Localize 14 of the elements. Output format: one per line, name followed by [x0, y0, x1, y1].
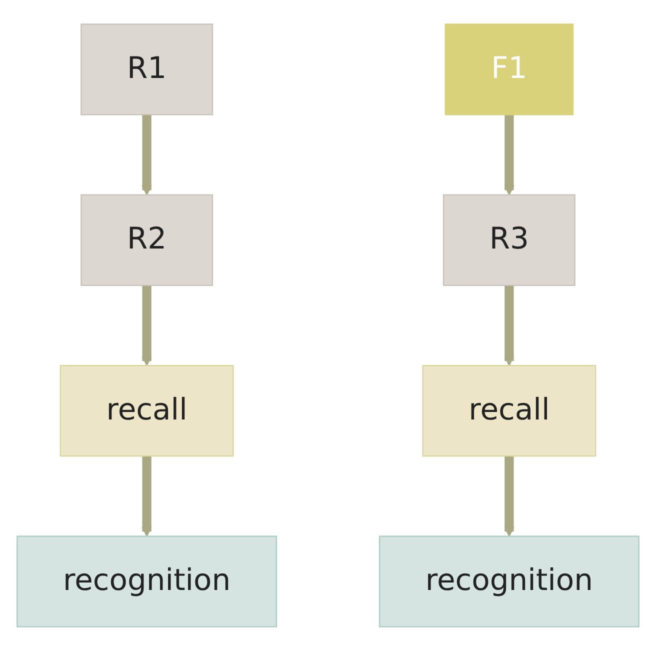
arrow	[504, 284, 514, 366]
arrow	[142, 456, 152, 536]
node-box: F1	[444, 23, 574, 115]
node-box: R2	[80, 194, 214, 286]
node-box: R1	[80, 23, 214, 115]
node-box: recall	[60, 364, 234, 456]
node-box: R3	[442, 194, 576, 286]
arrow	[142, 284, 152, 366]
node-box: recall	[422, 364, 596, 456]
arrow	[142, 114, 152, 195]
arrow	[504, 114, 514, 195]
node-box: recognition	[378, 535, 640, 627]
arrow	[504, 456, 514, 536]
node-box: recognition	[16, 535, 278, 627]
